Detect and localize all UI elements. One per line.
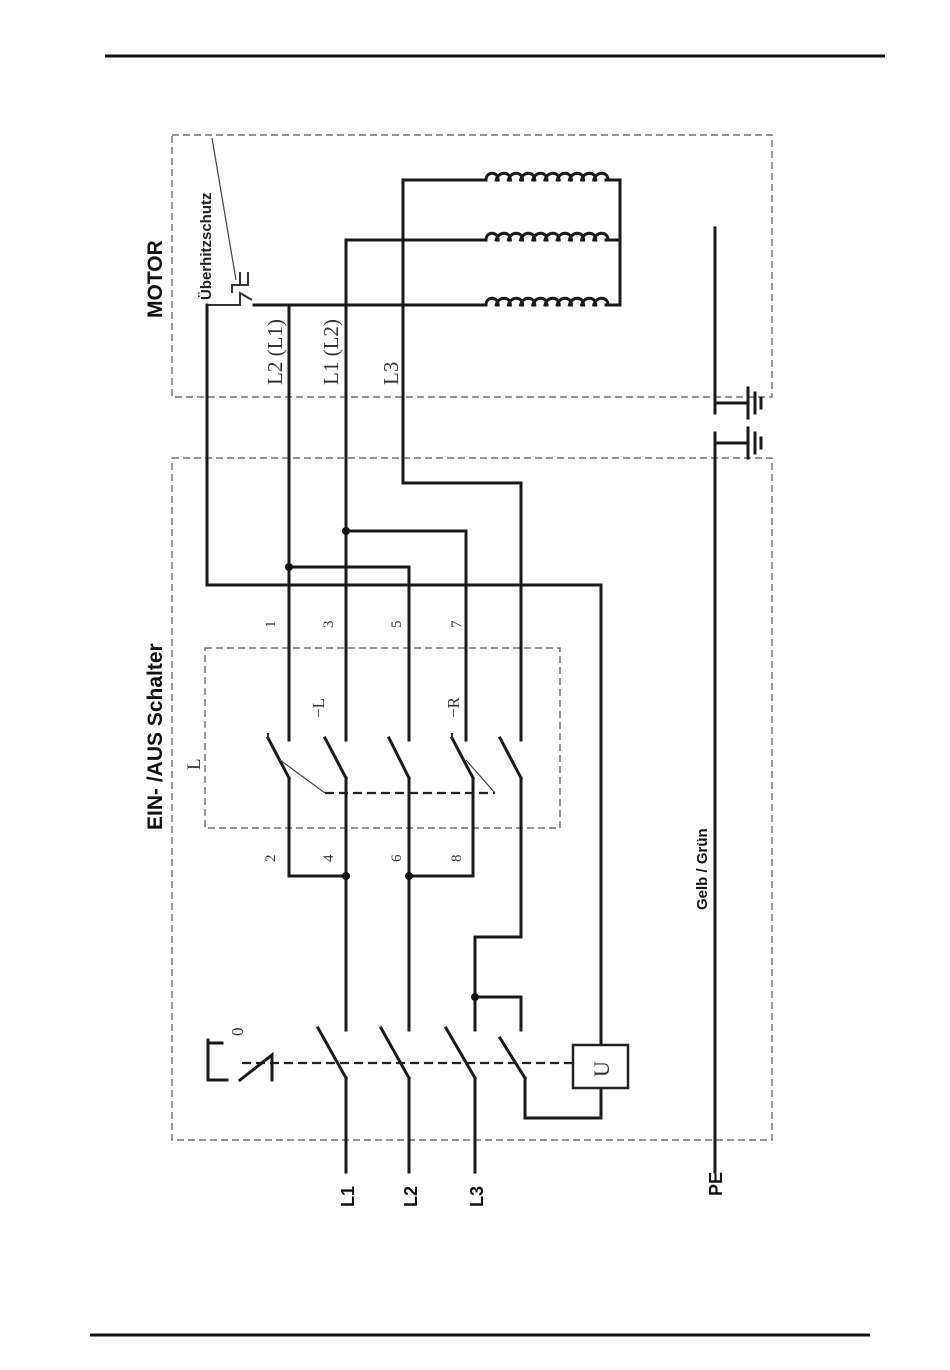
terminal-7: 7: [449, 620, 465, 628]
ground-wire-label: Gelb / Grün: [694, 828, 711, 910]
terminal-1: 1: [263, 621, 279, 629]
motor-supply-wires: [207, 180, 601, 1045]
motor-windings: [254, 173, 620, 305]
zero-label: 0: [228, 1028, 247, 1037]
direction-contacts: [268, 733, 521, 1030]
undervoltage-label: U: [589, 1061, 614, 1077]
phase-l2: L2: [401, 1186, 421, 1207]
terminal-2: 2: [263, 855, 279, 863]
ground-conductor: [715, 228, 761, 1172]
terminal-8: 8: [449, 855, 465, 863]
winding-coil-3: [486, 298, 620, 305]
main-switch-contacts: [208, 1028, 601, 1172]
contact-label-l: −L: [309, 698, 328, 718]
terminal-4: 4: [321, 854, 337, 862]
inner-box-label: L: [184, 758, 205, 770]
winding-coil-1: [486, 173, 620, 180]
phase-l3: L3: [467, 1186, 487, 1207]
ground-pe: PE: [706, 1172, 726, 1196]
phase-l1: L1: [338, 1186, 358, 1207]
motor-box: [172, 135, 772, 397]
overheat-label: Überhitzschutz: [198, 192, 215, 300]
switch-title: EIN- /AUS Schalter: [144, 643, 167, 830]
wire-label-2: L1 (L2): [319, 319, 343, 385]
switch-inner-box: [205, 648, 560, 828]
terminal-6: 6: [389, 854, 405, 862]
wire-label-3: L3: [379, 362, 403, 385]
motor-title: MOTOR: [144, 240, 167, 318]
terminal-3: 3: [321, 621, 337, 629]
terminal-5: 5: [389, 621, 405, 629]
contact-label-r: −R: [444, 696, 463, 718]
wire-label-1: L2 (L1): [263, 319, 287, 385]
winding-coil-2: [486, 233, 620, 240]
